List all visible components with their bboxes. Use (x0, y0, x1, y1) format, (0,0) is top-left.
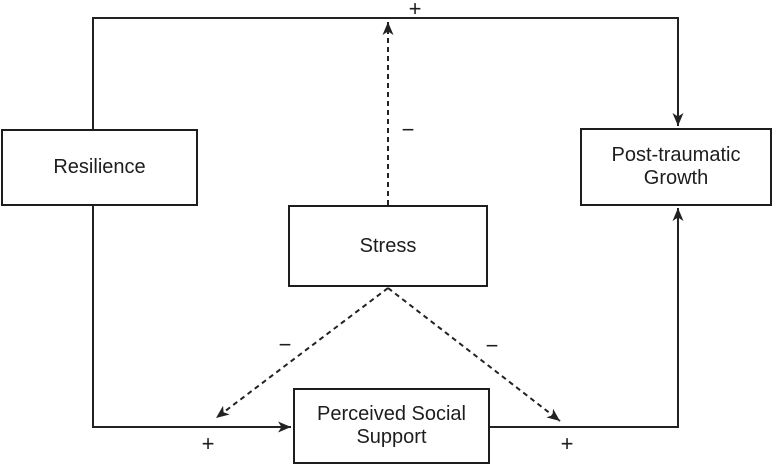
node-stress: Stress (288, 205, 488, 287)
node-resilience-label: Resilience (53, 156, 146, 178)
node-post-traumatic-growth-label: Post-traumatic Growth (611, 144, 741, 189)
sign-minus-stress-top: − (401, 117, 415, 142)
sign-plus-pss-ptg: + (560, 431, 574, 456)
node-stress-label: Stress (359, 234, 417, 257)
edge-stress-to-right-path (387, 287, 561, 422)
sign-minus-stress-right: − (485, 333, 499, 358)
node-perceived-social-support: Perceived Social Support (293, 388, 490, 464)
edge-resilience-to-pss (92, 206, 291, 433)
node-post-traumatic-growth: Post-traumatic Growth (580, 128, 772, 206)
edge-pss-to-ptg (490, 208, 684, 428)
edge-resilience-to-ptg (92, 17, 684, 129)
node-perceived-social-support-label: Perceived Social Support (317, 403, 466, 448)
node-resilience: Resilience (1, 129, 198, 206)
sign-plus-resilience-ptg: + (408, 0, 422, 21)
sign-minus-stress-left: − (278, 332, 292, 357)
sign-plus-resilience-pss: + (201, 431, 215, 456)
